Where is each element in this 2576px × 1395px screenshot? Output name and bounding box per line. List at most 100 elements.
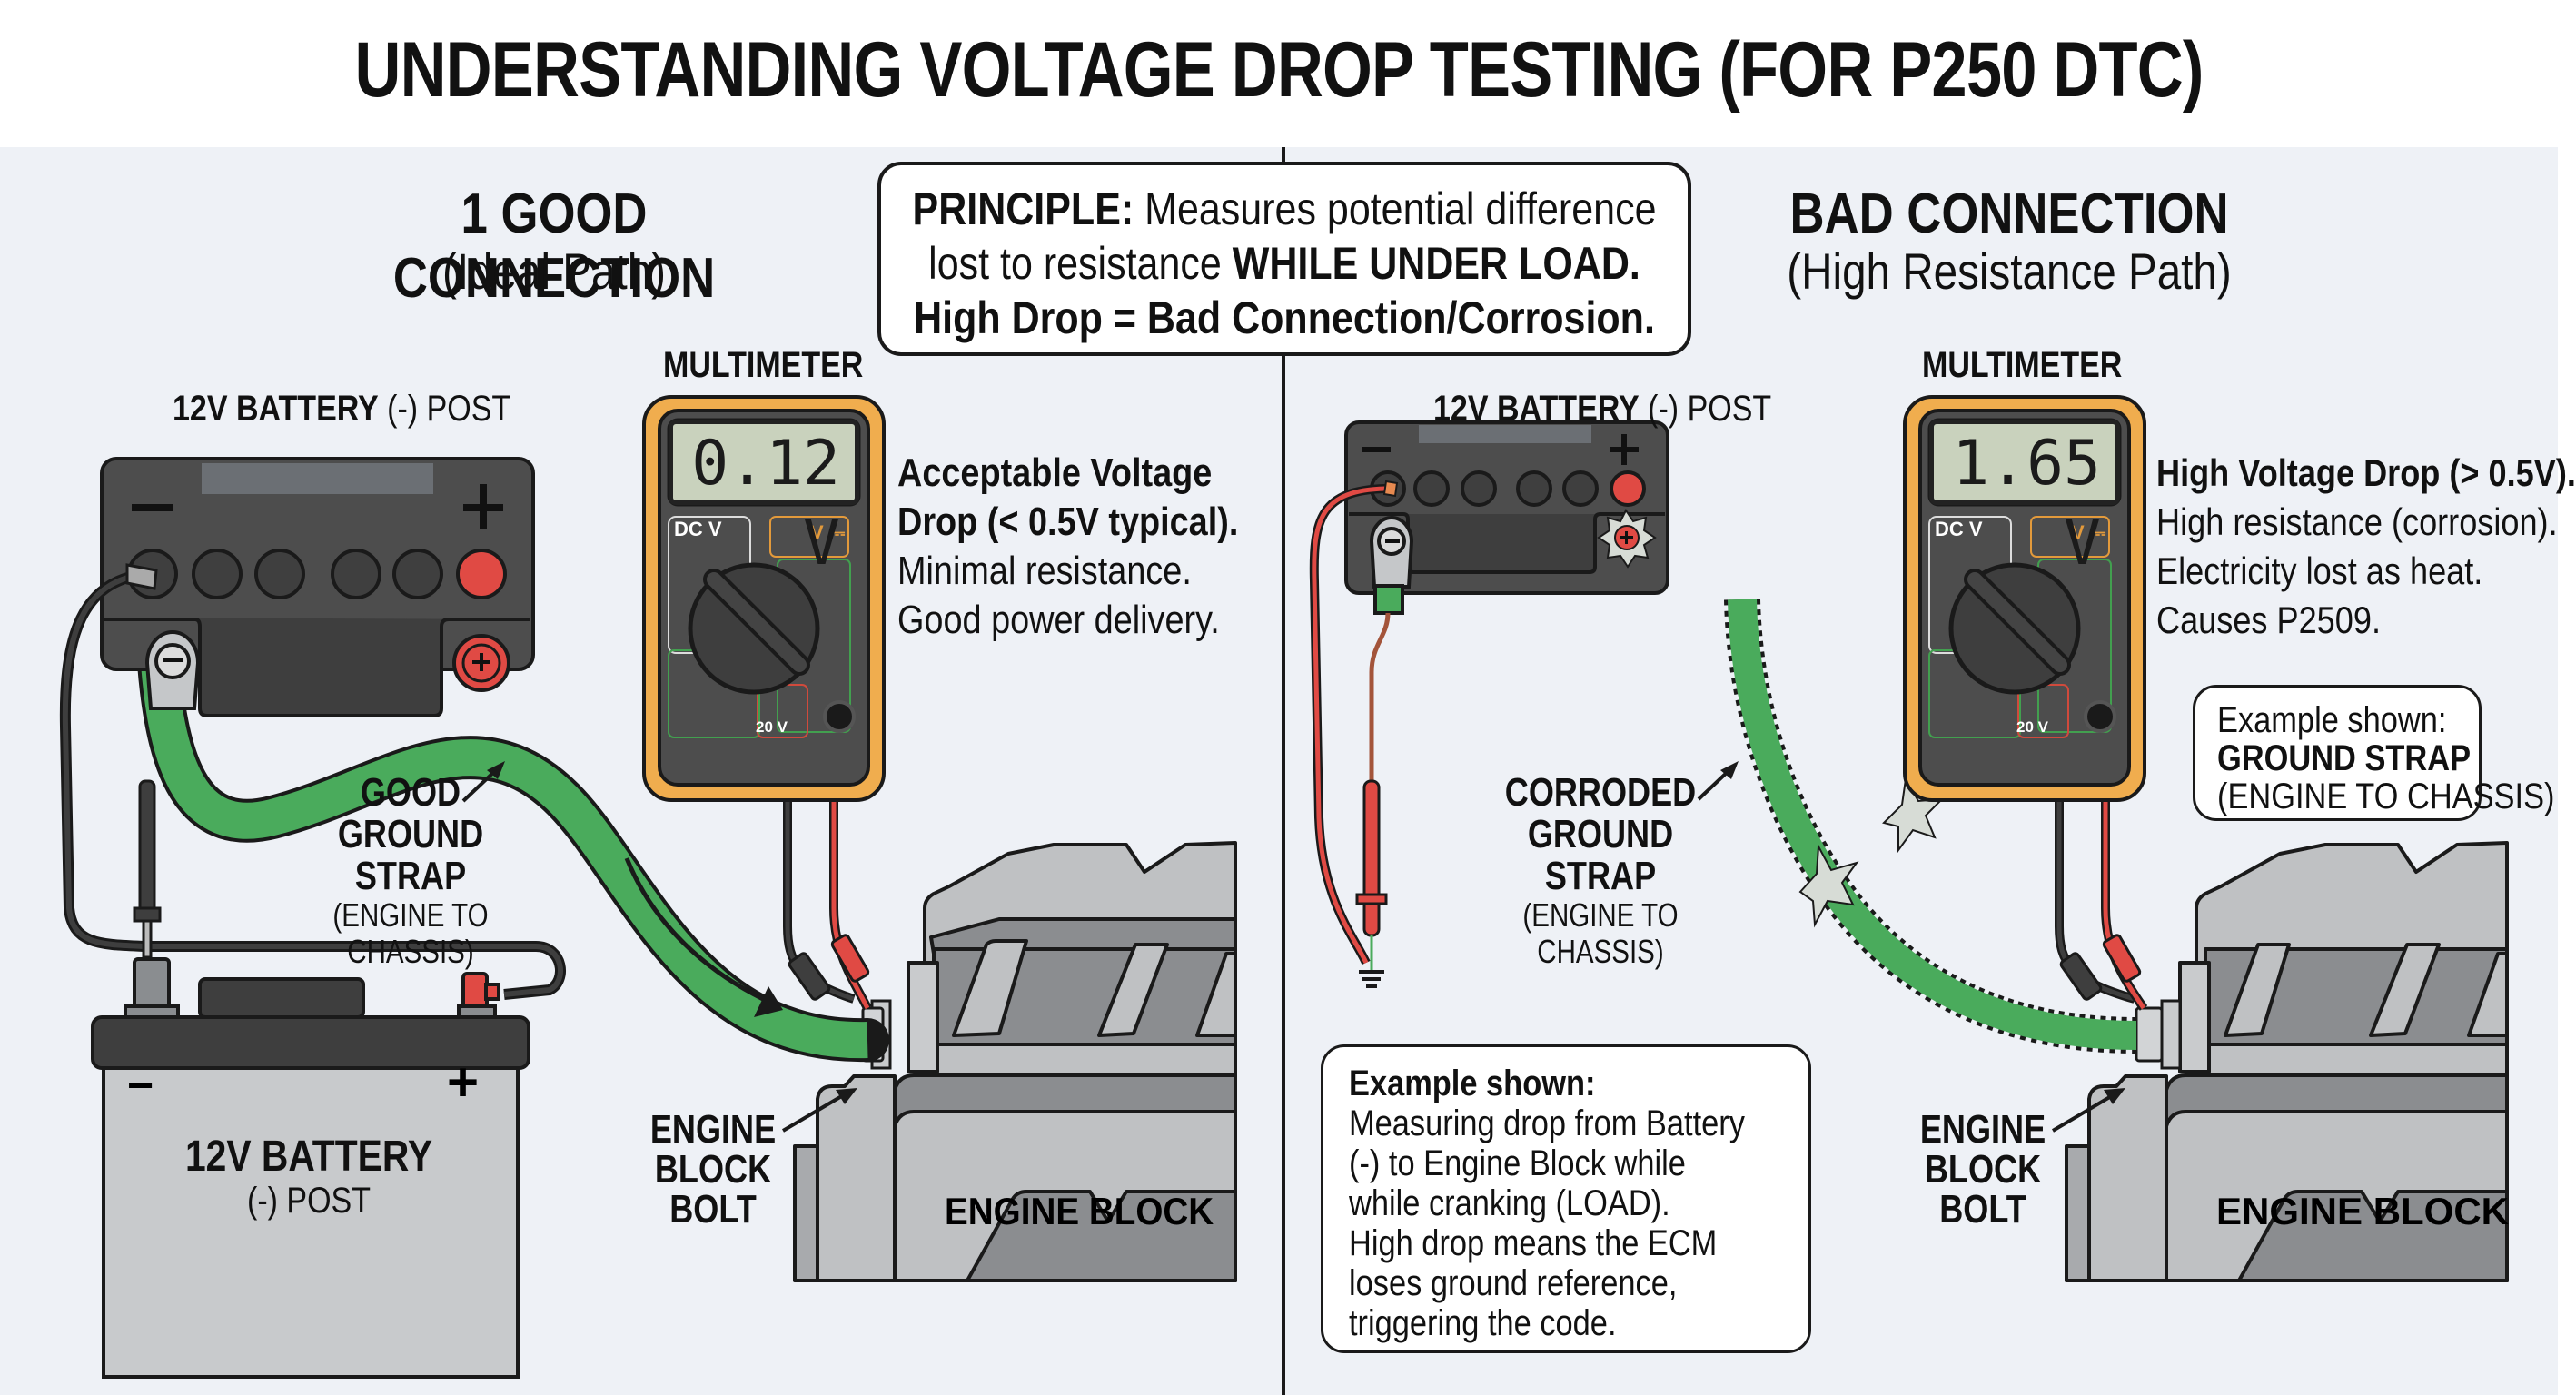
battery-plus-icon <box>463 484 503 671</box>
multimeter-good: 20 V V ⎓ 0.12 V DC V <box>641 394 887 803</box>
good-strap-label: GOOD GROUND STRAP (ENGINE TO CHASSIS) <box>256 772 565 970</box>
battery-label: 12V BATTERY (-) POST <box>118 1133 500 1222</box>
battery-post-label-norm: (-) POST <box>378 389 511 429</box>
corroded-strap-label: CORRODED GROUND STRAP (ENGINE TO CHASSIS… <box>1446 772 1755 970</box>
page-title: UNDERSTANDING VOLTAGE DROP TESTING (FOR … <box>354 26 2204 114</box>
good-description: Acceptable Voltage Drop (< 0.5V typical)… <box>897 449 1238 645</box>
example-detail-line: triggering the code. <box>1349 1303 1617 1343</box>
bad-desc-line2: High resistance (corrosion). <box>2156 500 2558 543</box>
rotary-dial-knob[interactable] <box>1951 565 2078 692</box>
battery-post-label-bold: 12V BATTERY <box>173 389 379 429</box>
good-connection-subheading: (Ideal Path) <box>441 242 667 300</box>
example-detail-heading: Example shown: <box>1349 1064 1596 1103</box>
bad-bolt-label-line3: BOLT <box>1939 1187 2026 1232</box>
corroded-strap-label-line3: (ENGINE TO CHASSIS) <box>1522 896 1679 970</box>
example-detail-line: while cranking (LOAD). <box>1349 1183 1670 1223</box>
arrow-head-icon <box>754 986 783 1017</box>
battery-plus-sign: + <box>447 1052 479 1113</box>
bad-desc-line3: Electricity lost as heat. <box>2156 549 2483 592</box>
example-detail-line: Measuring drop from Battery <box>1349 1103 1745 1143</box>
bad-bolt-label-line2: BLOCK <box>1924 1147 2042 1192</box>
good-desc-line4: Good power delivery. <box>897 598 1220 642</box>
bad-bolt-label: ENGINE BLOCK BOLT <box>1906 1110 2060 1230</box>
principle-text2: lost to resistance <box>928 238 1233 289</box>
battery-side-view <box>91 957 530 1379</box>
engine-block-label: ENGINE BLOCK <box>945 1189 1214 1232</box>
bad-desc-line4: Causes P2509. <box>2156 599 2381 641</box>
rotary-dial-knob[interactable] <box>690 565 817 692</box>
example-detail-line: High drop means the ECM <box>1349 1223 1718 1263</box>
good-strap-label-line1: GOOD <box>360 770 461 815</box>
example-box-line3: (ENGINE TO CHASSIS) <box>2217 777 2555 816</box>
multimeter-label: MULTIMETER <box>1922 345 2123 385</box>
range-20v-label: 20 V <box>756 718 788 736</box>
corrosion-plus-terminal-icon <box>1597 509 1657 569</box>
bad-bolt-label-line1: ENGINE <box>1919 1107 2046 1152</box>
good-desc-line1: Acceptable Voltage <box>897 450 1213 495</box>
good-bolt-label-line1: ENGINE <box>649 1107 777 1152</box>
principle-label: PRINCIPLE: <box>912 183 1134 234</box>
engine-block-bolt <box>2135 999 2182 1070</box>
bad-connection-subheading: (High Resistance Path) <box>1787 242 2232 300</box>
bolt-pointer-arrow <box>781 1088 857 1133</box>
good-connection-heading: 1 GOOD CONNECTION <box>392 183 716 310</box>
bad-connection-illustration: ENGINE BLOCK <box>1309 420 2509 1282</box>
example-shown-box: Example shown: GROUND STRAP (ENGINE TO C… <box>2193 685 2554 821</box>
battery-label-line2: (-) POST <box>247 1181 371 1221</box>
strap-pointer-arrow <box>1697 761 1739 801</box>
principle-text2-bold: WHILE UNDER LOAD. <box>1232 238 1640 289</box>
battery-minus-sign: − <box>127 1060 154 1111</box>
bad-description: High Voltage Drop (> 0.5V). High resista… <box>2156 449 2576 645</box>
battery-post-label-norm: (-) POST <box>1639 389 1772 429</box>
bolt-pointer-arrow <box>2051 1088 2125 1133</box>
battery-minus-icon <box>132 504 183 662</box>
vac-label: V ⎓ <box>810 521 846 544</box>
principle-box: PRINCIPLE: Measures potential difference… <box>877 162 1691 356</box>
good-strap-label-line2: GROUND STRAP <box>337 812 484 898</box>
example-detail-box: Example shown: Measuring drop from Batte… <box>1321 1044 1811 1353</box>
multimeter-bad: 20 V V ⎓ 1.65 V DC V <box>1902 394 2147 803</box>
good-bolt-label: ENGINE BLOCK BOLT <box>636 1110 790 1230</box>
battery-post-label: 12V BATTERY (-) POST <box>1433 389 1771 430</box>
battery-plus-icon <box>1610 434 1639 465</box>
probe-tip <box>133 779 162 959</box>
battery-label-line1: 12V BATTERY <box>184 1133 433 1181</box>
battery-post-label: 12V BATTERY (-) POST <box>173 389 510 430</box>
strap-pointer-arrow <box>461 761 505 803</box>
bad-desc-line1: High Voltage Drop (> 0.5V). <box>2156 451 2576 494</box>
range-20v-label: 20 V <box>2016 718 2049 736</box>
battery-top-view <box>1344 420 1669 615</box>
principle-text3: High Drop = Bad Connection/Corrosion. <box>914 292 1655 343</box>
multimeter-display: 0.12 V <box>669 420 859 579</box>
good-desc-line3: Minimal resistance. <box>897 549 1192 593</box>
example-detail-line: (-) to Engine Block while <box>1349 1143 1686 1183</box>
engine-block-label: ENGINE BLOCK <box>2216 1190 2509 1232</box>
battery-post-label-bold: 12V BATTERY <box>1433 389 1640 429</box>
example-detail-line: loses ground reference, <box>1349 1263 1678 1303</box>
good-strap-label-line3: (ENGINE TO CHASSIS) <box>332 896 489 970</box>
ground-symbol-icon <box>1359 970 1384 988</box>
red-probe-tip <box>1355 779 1388 972</box>
current-flow-arrow <box>624 857 765 1002</box>
engine-block <box>2065 841 2509 1282</box>
example-detail-text: Example shown: Measuring drop from Batte… <box>1349 1064 1745 1343</box>
battery-minus-icon <box>1362 447 1400 543</box>
battery-top-view <box>100 457 535 717</box>
dcv-label: DC V <box>1935 518 1983 540</box>
multimeter-label: MULTIMETER <box>663 345 864 385</box>
good-bolt-label-line3: BOLT <box>669 1187 757 1232</box>
good-desc-line2: Drop (< 0.5V typical). <box>897 500 1239 544</box>
panel-divider <box>1282 147 1285 1395</box>
example-box-line1: Example shown: <box>2217 700 2447 740</box>
example-box-line2: GROUND STRAP <box>2217 738 2472 778</box>
corroded-strap-label-line1: CORRODED <box>1504 770 1697 815</box>
dcv-label: DC V <box>674 518 722 540</box>
engine-block <box>793 841 1237 1282</box>
vac-label: V ⎓ <box>2071 521 2106 544</box>
good-connection-illustration: ENGINE BLOCK <box>59 457 1237 1379</box>
principle-text1: Measures potential difference <box>1134 183 1657 234</box>
corroded-strap-label-line2: GROUND STRAP <box>1527 812 1674 898</box>
multimeter-display: 1.65 V <box>1929 420 2120 579</box>
spark-icon <box>1798 777 1945 928</box>
good-bolt-label-line2: BLOCK <box>654 1147 772 1192</box>
